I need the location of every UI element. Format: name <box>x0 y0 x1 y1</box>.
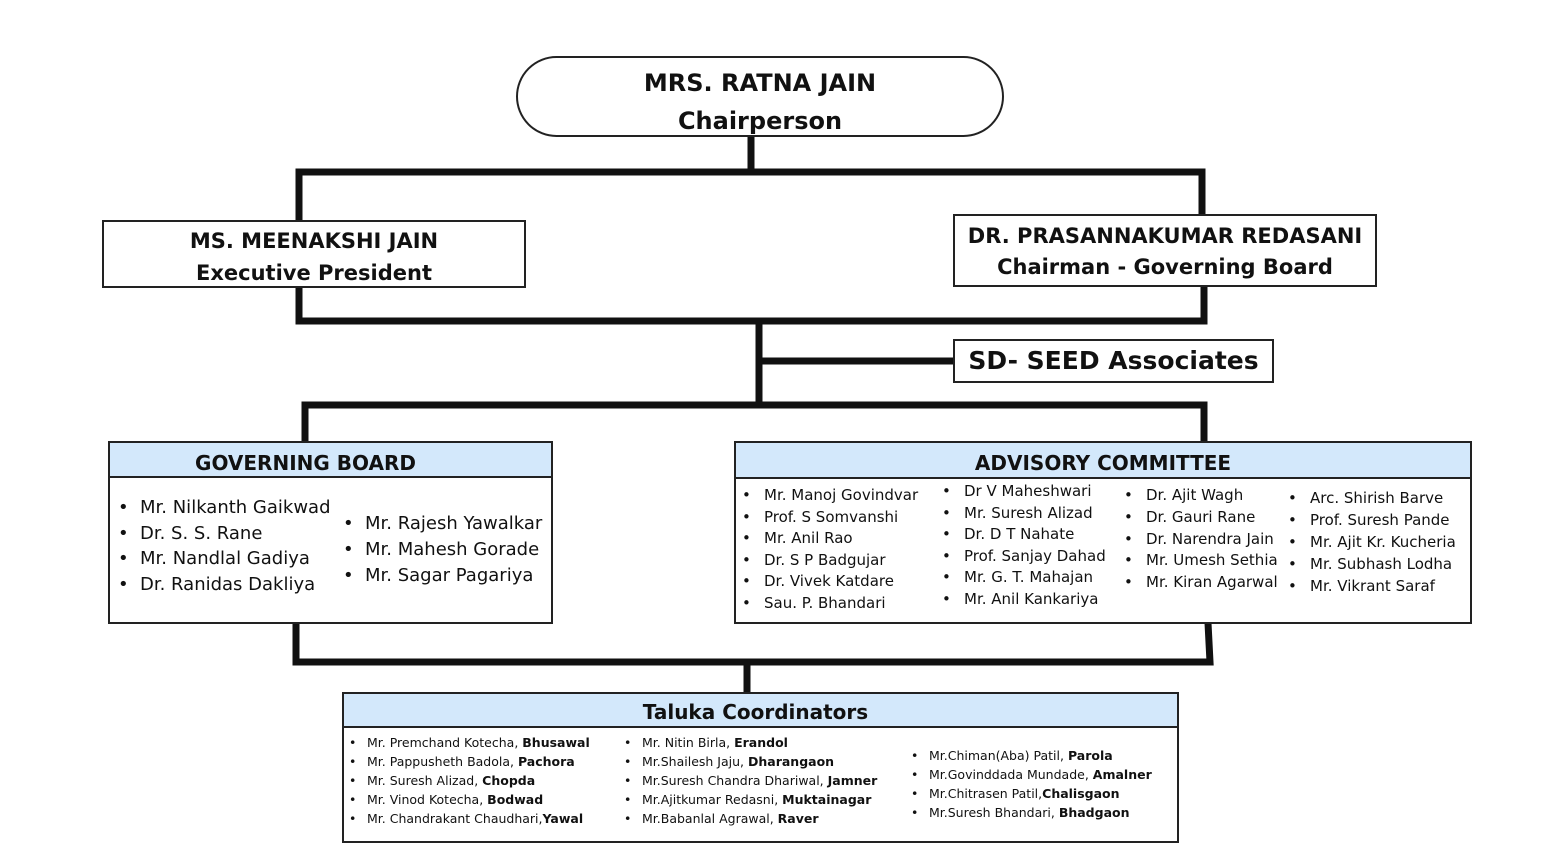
coordinator-item: Mr. Vinod Kotecha, Bodwad <box>349 790 590 809</box>
coordinator-item: Mr.Ajitkumar Redasni, Muktainagar <box>624 790 877 809</box>
member-item: Mr. Rajesh Yawalkar <box>343 511 542 537</box>
member-item: Dr. Ajit Wagh <box>1124 485 1278 507</box>
coordinator-taluka: Pachora <box>517 754 575 769</box>
member-item: Mr. Anil Kankariya <box>942 589 1106 611</box>
coordinator-name: Mr.Shailesh Jaju, <box>642 754 748 769</box>
advisory-committee-title: ADVISORY COMMITTEE <box>736 443 1470 479</box>
coordinator-name: Mr. Suresh Alizad, <box>367 773 483 788</box>
coordinator-name: Mr. Pappusheth Badola, <box>367 754 518 769</box>
member-item: Sau. P. Bhandari <box>742 593 918 615</box>
governing-board-panel: GOVERNING BOARD Mr. Nilkanth GaikwadDr. … <box>108 441 553 624</box>
coordinator-taluka: Bodwad <box>487 792 544 807</box>
associates-label: SD- SEED Associates <box>968 346 1259 375</box>
coordinator-taluka: Raver <box>777 811 819 826</box>
governing-chairman-name: DR. PRASANNAKUMAR REDASANI <box>967 224 1363 248</box>
member-item: Mr. Nandlal Gadiya <box>118 546 331 572</box>
executive-president-name: MS. MEENAKSHI JAIN <box>189 229 439 253</box>
coordinator-item: Mr.Govinddada Mundade, Amalner <box>911 765 1152 784</box>
advisory-list-3: Dr. Ajit WaghDr. Gauri RaneDr. Narendra … <box>1124 485 1278 594</box>
member-item: Arc. Shirish Barve <box>1288 487 1456 509</box>
coordinator-name: Mr.Chitrasen Patil, <box>929 786 1043 801</box>
coordinator-name: Mr.Chiman(Aba) Patil, <box>929 748 1068 763</box>
taluka-coordinators-title: Taluka Coordinators <box>344 694 1177 728</box>
advisory-list-4: Arc. Shirish BarveProf. Suresh PandeMr. … <box>1288 487 1456 597</box>
advisory-list-1: Mr. Manoj GovindvarProf. S SomvanshiMr. … <box>742 485 918 615</box>
member-item: Dr. S P Badgujar <box>742 550 918 572</box>
coordinator-name: Mr.Suresh Bhandari, <box>929 805 1059 820</box>
member-item: Mr. Sagar Pagariya <box>343 563 542 589</box>
coordinator-taluka: Bhadgaon <box>1058 805 1130 820</box>
advisory-list-2: Dr V MaheshwariMr. Suresh AlizadDr. D T … <box>942 481 1106 611</box>
member-item: Mr. Nilkanth Gaikwad <box>118 495 330 521</box>
taluka-list-3: Mr.Chiman(Aba) Patil, ParolaMr.Govinddad… <box>911 746 1152 822</box>
coordinator-name: Mr.Babanlal Agrawal, <box>642 811 778 826</box>
coordinator-taluka: Bhusawal <box>522 735 590 750</box>
coordinator-taluka: Yawal <box>542 811 584 826</box>
coordinator-name: Mr. Nitin Birla, <box>642 735 735 750</box>
coordinator-taluka: Parola <box>1067 748 1113 763</box>
associates-node: SD- SEED Associates <box>953 339 1274 383</box>
coordinator-taluka: Chopda <box>482 773 536 788</box>
member-item: Mr. G. T. Mahajan <box>942 567 1106 589</box>
member-item: Dr. Gauri Rane <box>1124 507 1278 529</box>
taluka-list-1: Mr. Premchand Kotecha, BhusawalMr. Pappu… <box>349 733 590 828</box>
taluka-list-2: Mr. Nitin Birla, ErandolMr.Shailesh Jaju… <box>624 733 878 828</box>
coordinator-item: Mr. Pappusheth Badola, Pachora <box>349 752 590 771</box>
coordinator-item: Mr. Premchand Kotecha, Bhusawal <box>349 733 590 752</box>
member-item: Prof. Suresh Pande <box>1288 509 1456 531</box>
coordinator-name: Mr. Vinod Kotecha, <box>367 792 488 807</box>
member-item: Dr. D T Nahate <box>942 524 1106 546</box>
governing-chairman-role: Chairman - Governing Board <box>997 255 1333 279</box>
coordinator-item: Mr. Nitin Birla, Erandol <box>624 733 877 752</box>
member-item: Dr. Vivek Katdare <box>742 571 918 593</box>
coordinator-taluka: Jamner <box>827 773 878 788</box>
coordinator-taluka: Dharangaon <box>748 754 835 769</box>
member-item: Mr. Anil Rao <box>742 528 918 550</box>
coordinator-item: Mr.Chiman(Aba) Patil, Parola <box>911 746 1152 765</box>
member-item: Mr. Ajit Kr. Kucheria <box>1288 531 1456 553</box>
chairperson-name: MRS. RATNA JAIN <box>643 69 877 97</box>
executive-president-role: Executive President <box>196 261 432 285</box>
coordinator-taluka: Erandol <box>734 735 788 750</box>
chairperson-role: Chairperson <box>677 107 843 135</box>
coordinator-name: Mr.Govinddada Mundade, <box>929 767 1093 782</box>
chairperson-node: MRS. RATNA JAIN Chairperson <box>516 56 1004 137</box>
executive-president-node: MS. MEENAKSHI JAIN Executive President <box>102 220 526 288</box>
member-item: Mr. Manoj Govindvar <box>742 485 918 507</box>
coordinator-item: Mr. Chandrakant Chaudhari,Yawal <box>349 809 590 828</box>
coordinator-taluka: Muktainagar <box>782 792 872 807</box>
coordinator-name: Mr. Chandrakant Chaudhari, <box>367 811 543 826</box>
coordinator-item: Mr.Babanlal Agrawal, Raver <box>624 809 877 828</box>
member-item: Dr. S. S. Rane <box>118 521 331 547</box>
member-item: Mr. Vikrant Saraf <box>1288 575 1456 597</box>
coordinator-name: Mr.Suresh Chandra Dhariwal, <box>642 773 828 788</box>
governing-chairman-node: DR. PRASANNAKUMAR REDASANI Chairman - Go… <box>953 214 1377 287</box>
coordinator-taluka: Amalner <box>1092 767 1152 782</box>
taluka-coordinators-panel: Taluka Coordinators Mr. Premchand Kotech… <box>342 692 1179 843</box>
member-item: Mr. Umesh Sethia <box>1124 550 1278 572</box>
coordinator-name: Mr. Premchand Kotecha, <box>367 735 523 750</box>
member-item: Prof. Sanjay Dahad <box>942 546 1106 568</box>
advisory-committee-panel: ADVISORY COMMITTEE Mr. Manoj GovindvarPr… <box>734 441 1472 624</box>
member-item: Dr. Ranidas Dakliya <box>118 572 331 598</box>
coordinator-taluka: Chalisgaon <box>1042 786 1120 801</box>
coordinator-item: Mr.Suresh Bhandari, Bhadgaon <box>911 803 1152 822</box>
coordinator-item: Mr.Chitrasen Patil,Chalisgaon <box>911 784 1152 803</box>
governing-board-title: GOVERNING BOARD <box>110 443 551 478</box>
member-item: Dr. Narendra Jain <box>1124 529 1278 551</box>
member-item: Mr. Kiran Agarwal <box>1124 572 1278 594</box>
member-item: Mr. Mahesh Gorade <box>343 537 542 563</box>
governing-board-list-1: Mr. Nilkanth GaikwadDr. S. S. RaneMr. Na… <box>118 495 331 598</box>
member-item: Mr. Subhash Lodha <box>1288 553 1456 575</box>
coordinator-item: Mr.Shailesh Jaju, Dharangaon <box>624 752 877 771</box>
coordinator-item: Mr. Suresh Alizad, Chopda <box>349 771 590 790</box>
governing-board-list-2: Mr. Rajesh YawalkarMr. Mahesh GoradeMr. … <box>343 511 542 589</box>
member-item: Prof. S Somvanshi <box>742 507 918 529</box>
coordinator-name: Mr.Ajitkumar Redasni, <box>642 792 783 807</box>
member-item: Mr. Suresh Alizad <box>942 503 1106 525</box>
member-item: Dr V Maheshwari <box>942 481 1106 503</box>
coordinator-item: Mr.Suresh Chandra Dhariwal, Jamner <box>624 771 878 790</box>
